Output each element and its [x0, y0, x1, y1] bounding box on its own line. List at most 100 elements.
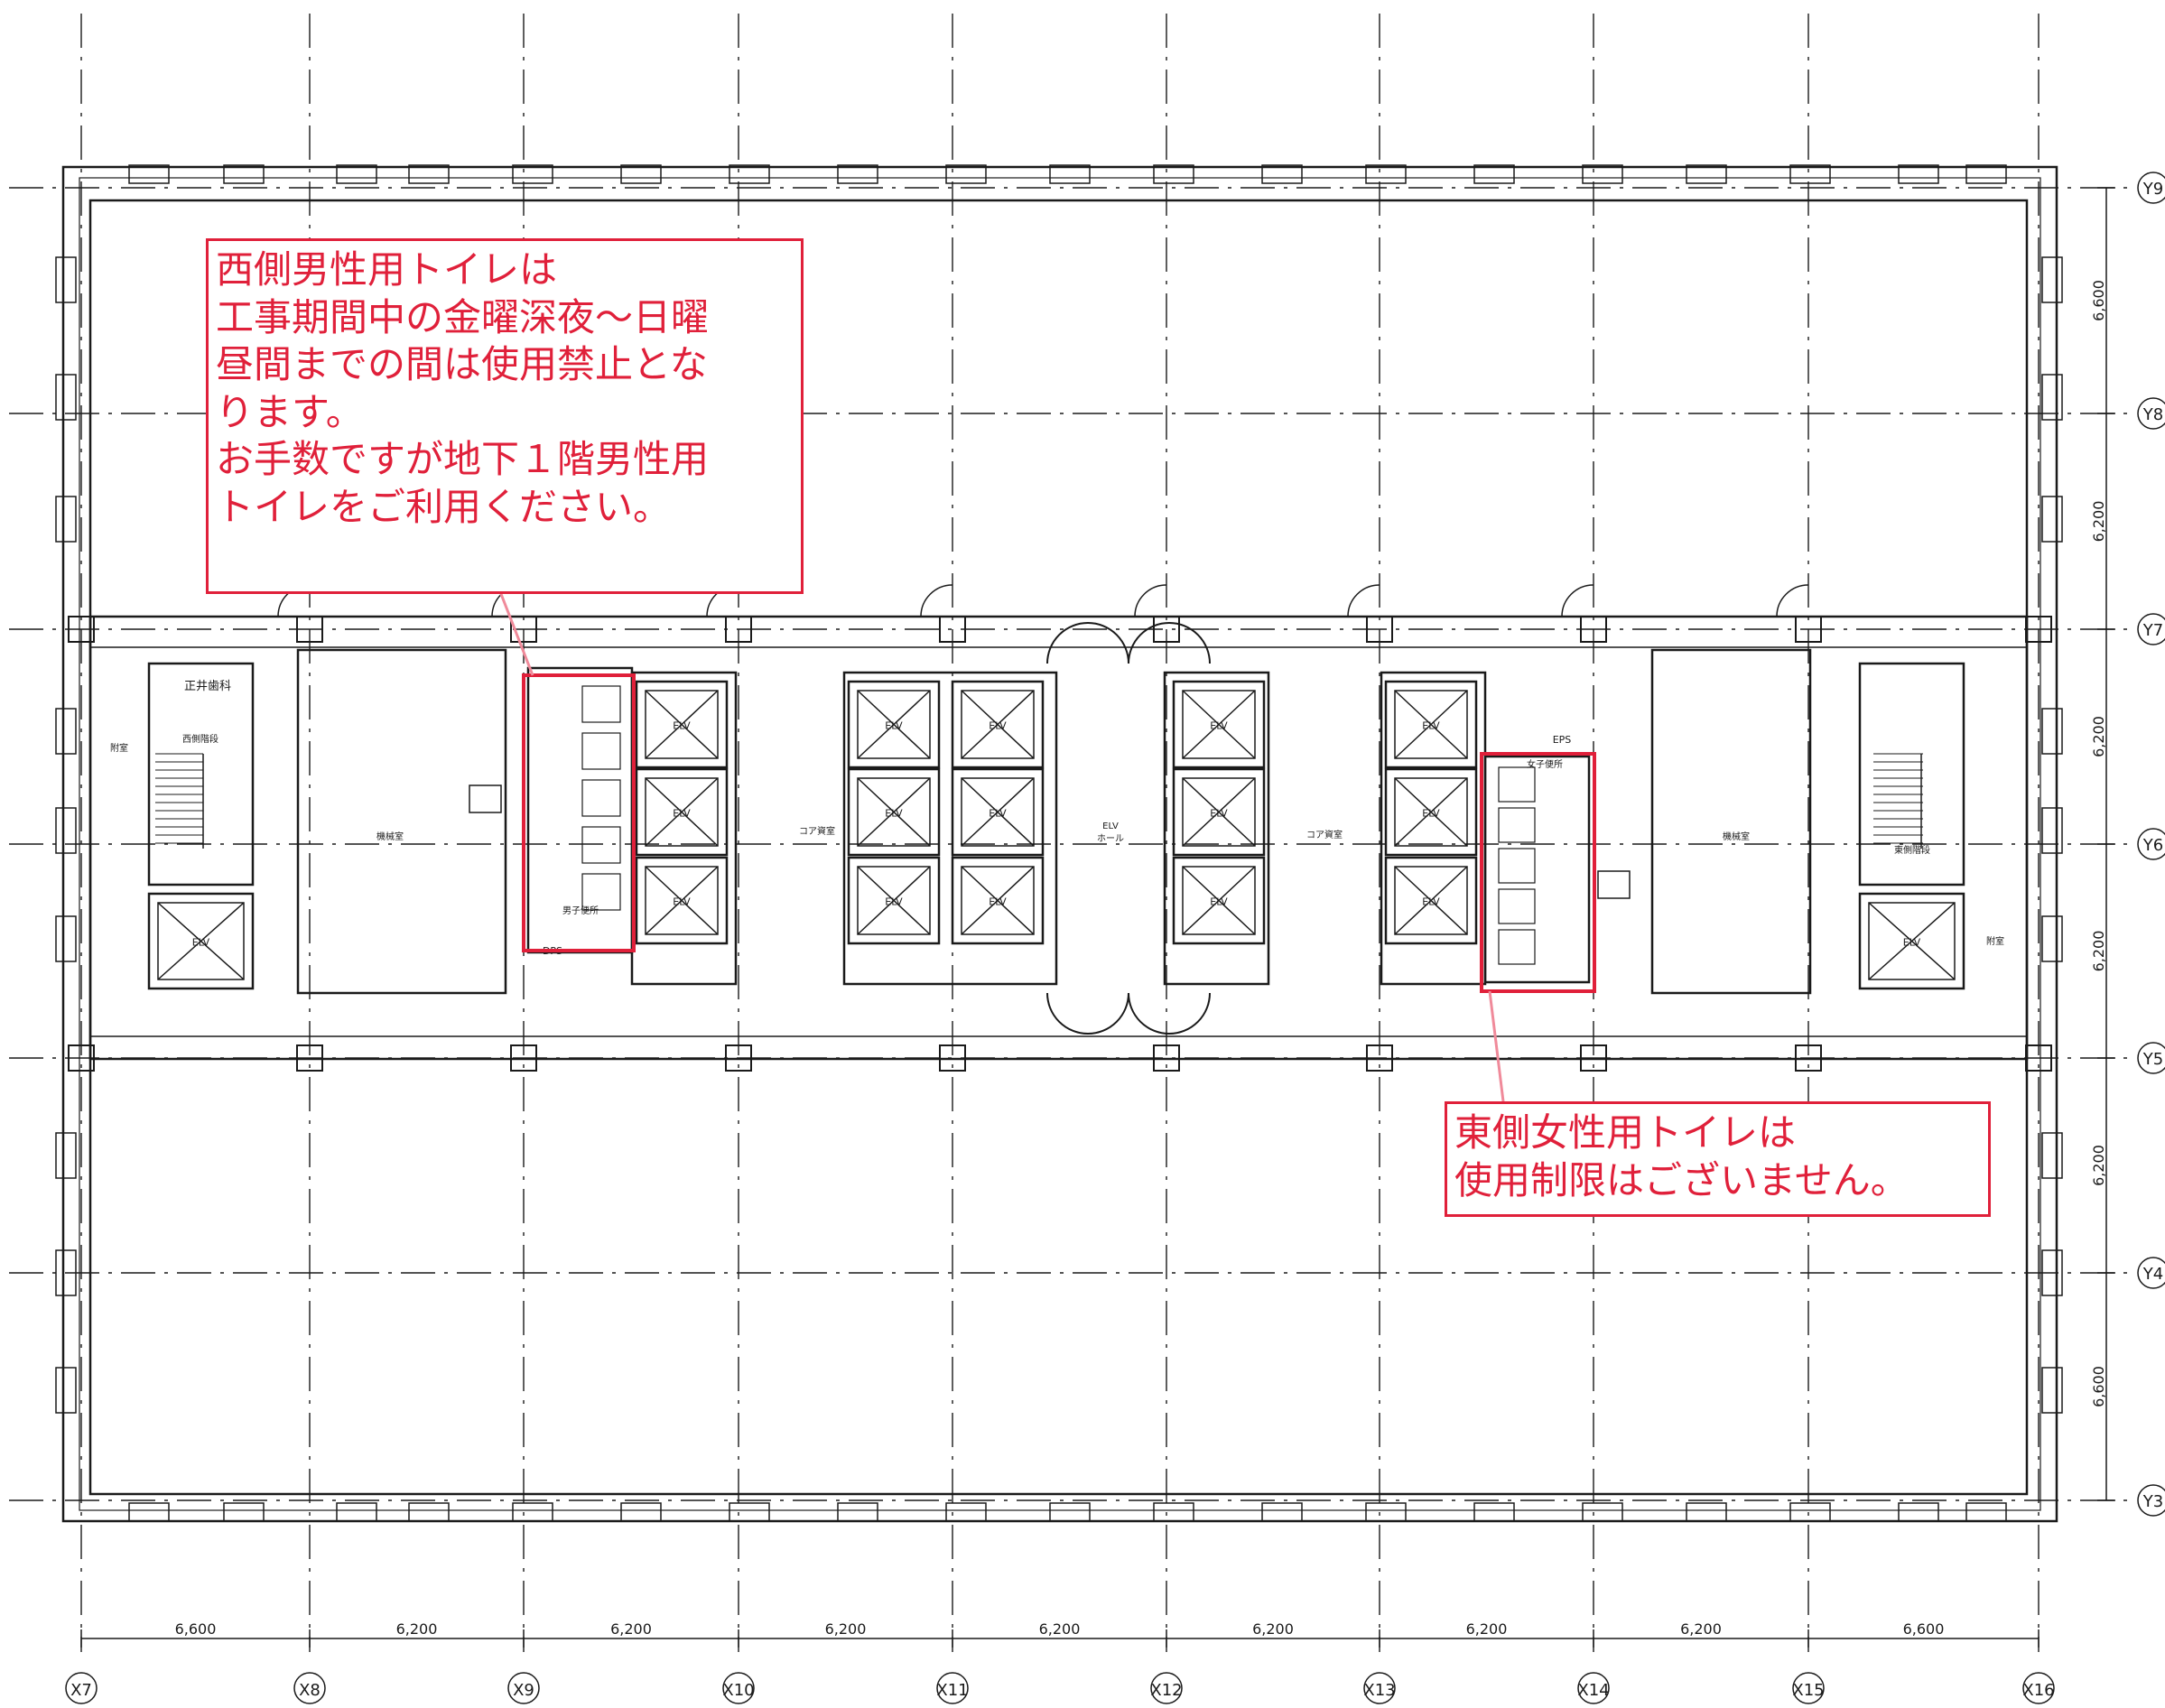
annex-label: 附室 — [110, 742, 128, 754]
column — [1153, 616, 1180, 643]
womens-toilet-highlight — [1480, 752, 1596, 993]
elevator-cross — [961, 777, 1035, 847]
elevator-shaft: ELV — [1172, 680, 1266, 769]
axis-bubble — [293, 1672, 326, 1704]
elevator-bank-3 — [1163, 671, 1270, 986]
janitor-sink — [469, 784, 502, 813]
axis-label-y: Y5 — [2142, 1050, 2163, 1069]
elevator-cross — [1182, 690, 1256, 759]
axis-label-x: X10 — [722, 1681, 754, 1700]
axis-label-x: X13 — [1363, 1681, 1395, 1700]
east-stair-room — [1858, 662, 1965, 886]
elevator-shaft: ELV — [1384, 856, 1478, 945]
column — [296, 1044, 323, 1072]
clinic-label: 正井歯科 — [184, 680, 231, 693]
dimension-label: 6,200 — [396, 1620, 438, 1638]
elevator-cross — [1868, 902, 1956, 980]
elevator-box — [1384, 856, 1478, 945]
elevator-cross — [961, 866, 1035, 935]
notice-line: お手数ですが地下１階男性用 — [216, 437, 710, 481]
column — [296, 616, 323, 643]
column — [1795, 616, 1822, 643]
axis-bubble — [2137, 397, 2165, 430]
door-swing — [1776, 584, 1809, 617]
column — [725, 1044, 752, 1072]
door-swing — [1046, 622, 1211, 664]
toilet-stall — [1498, 888, 1536, 924]
axis-bubble — [1577, 1672, 1610, 1704]
mullion — [1898, 164, 1939, 184]
womens-toilet-label: 女子便所 — [1527, 758, 1563, 770]
column — [2025, 1044, 2052, 1072]
mullion — [1049, 1502, 1091, 1522]
elevator-shaft: ELV — [635, 856, 729, 945]
dimension-label: 6,200 — [2090, 501, 2107, 543]
elevator-bank-2 — [842, 671, 1058, 986]
mullion — [1686, 1502, 1727, 1522]
elevator-label: ELV — [1422, 808, 1440, 820]
elevator-label: ELV — [885, 808, 903, 820]
elevator-shaft: ELV — [847, 767, 941, 857]
column — [68, 616, 95, 643]
elevator-box — [635, 680, 729, 769]
core-label: コア資室 — [1306, 829, 1343, 840]
leader-line — [499, 593, 534, 676]
elevator-car — [1182, 866, 1256, 935]
mens-toilet-label: 男子便所 — [562, 905, 599, 916]
column — [1580, 1044, 1607, 1072]
axis-bubble — [1150, 1672, 1183, 1704]
elevator-box — [1172, 680, 1266, 769]
elevator-box — [1172, 767, 1266, 857]
mullion — [1261, 1502, 1303, 1522]
mullion — [512, 1502, 553, 1522]
womens-toilet-room — [1483, 755, 1591, 984]
elevator-box — [951, 856, 1045, 945]
toilet-stall — [581, 873, 621, 911]
mullion — [620, 1502, 662, 1522]
side-pier — [55, 374, 77, 421]
axis-label-y: Y3 — [2142, 1492, 2163, 1511]
column — [68, 1044, 95, 1072]
elevator-cross — [1394, 777, 1468, 847]
dimension-label: 6,200 — [1252, 1620, 1294, 1638]
toilet-stall — [581, 826, 621, 864]
elevator-label: ELV — [673, 896, 691, 908]
mullion — [1365, 1502, 1407, 1522]
dimension-label: 6,200 — [1680, 1620, 1722, 1638]
dimension-label: 6,200 — [2090, 931, 2107, 972]
west-mech-room — [296, 648, 507, 995]
side-pier — [2041, 915, 2063, 962]
elevator-car — [645, 777, 719, 847]
axis-label-y: Y4 — [2142, 1265, 2163, 1284]
column — [1366, 1044, 1393, 1072]
elevator-shaft: ELV — [147, 892, 255, 990]
side-pier — [2041, 496, 2063, 543]
elevator-box — [847, 767, 941, 857]
notice-line: 西側男性用トイレは — [216, 247, 558, 292]
elevator-label: ELV — [673, 720, 691, 732]
elevator-box — [847, 680, 941, 769]
elevator-cross — [645, 866, 719, 935]
elevator-cross — [645, 690, 719, 759]
side-pier — [55, 1367, 77, 1414]
axis-label-x: X9 — [513, 1681, 534, 1700]
mullion — [945, 1502, 987, 1522]
axis-label-x: X15 — [1792, 1681, 1824, 1700]
core-label: コア資室 — [799, 825, 835, 837]
elevator-car — [857, 690, 931, 759]
mullion — [837, 164, 878, 184]
west-toilet-notice: 西側男性用トイレは 工事期間中の金曜深夜～日曜 昼間までの間は使用禁止とな りま… — [206, 238, 804, 594]
axis-label-x: X16 — [2022, 1681, 2054, 1700]
door-swing — [1134, 584, 1167, 617]
elevator-car — [157, 902, 245, 980]
mullion — [1473, 164, 1515, 184]
janitor-sink — [1597, 870, 1631, 899]
elevator-car — [961, 690, 1035, 759]
column — [1366, 616, 1393, 643]
elevator-car — [961, 777, 1035, 847]
east-stair-label: 東側階段 — [1894, 844, 1930, 856]
door-swing — [1561, 584, 1594, 617]
elevator-car — [645, 690, 719, 759]
side-pier — [2041, 708, 2063, 755]
eps-label: EPS — [1553, 734, 1572, 746]
